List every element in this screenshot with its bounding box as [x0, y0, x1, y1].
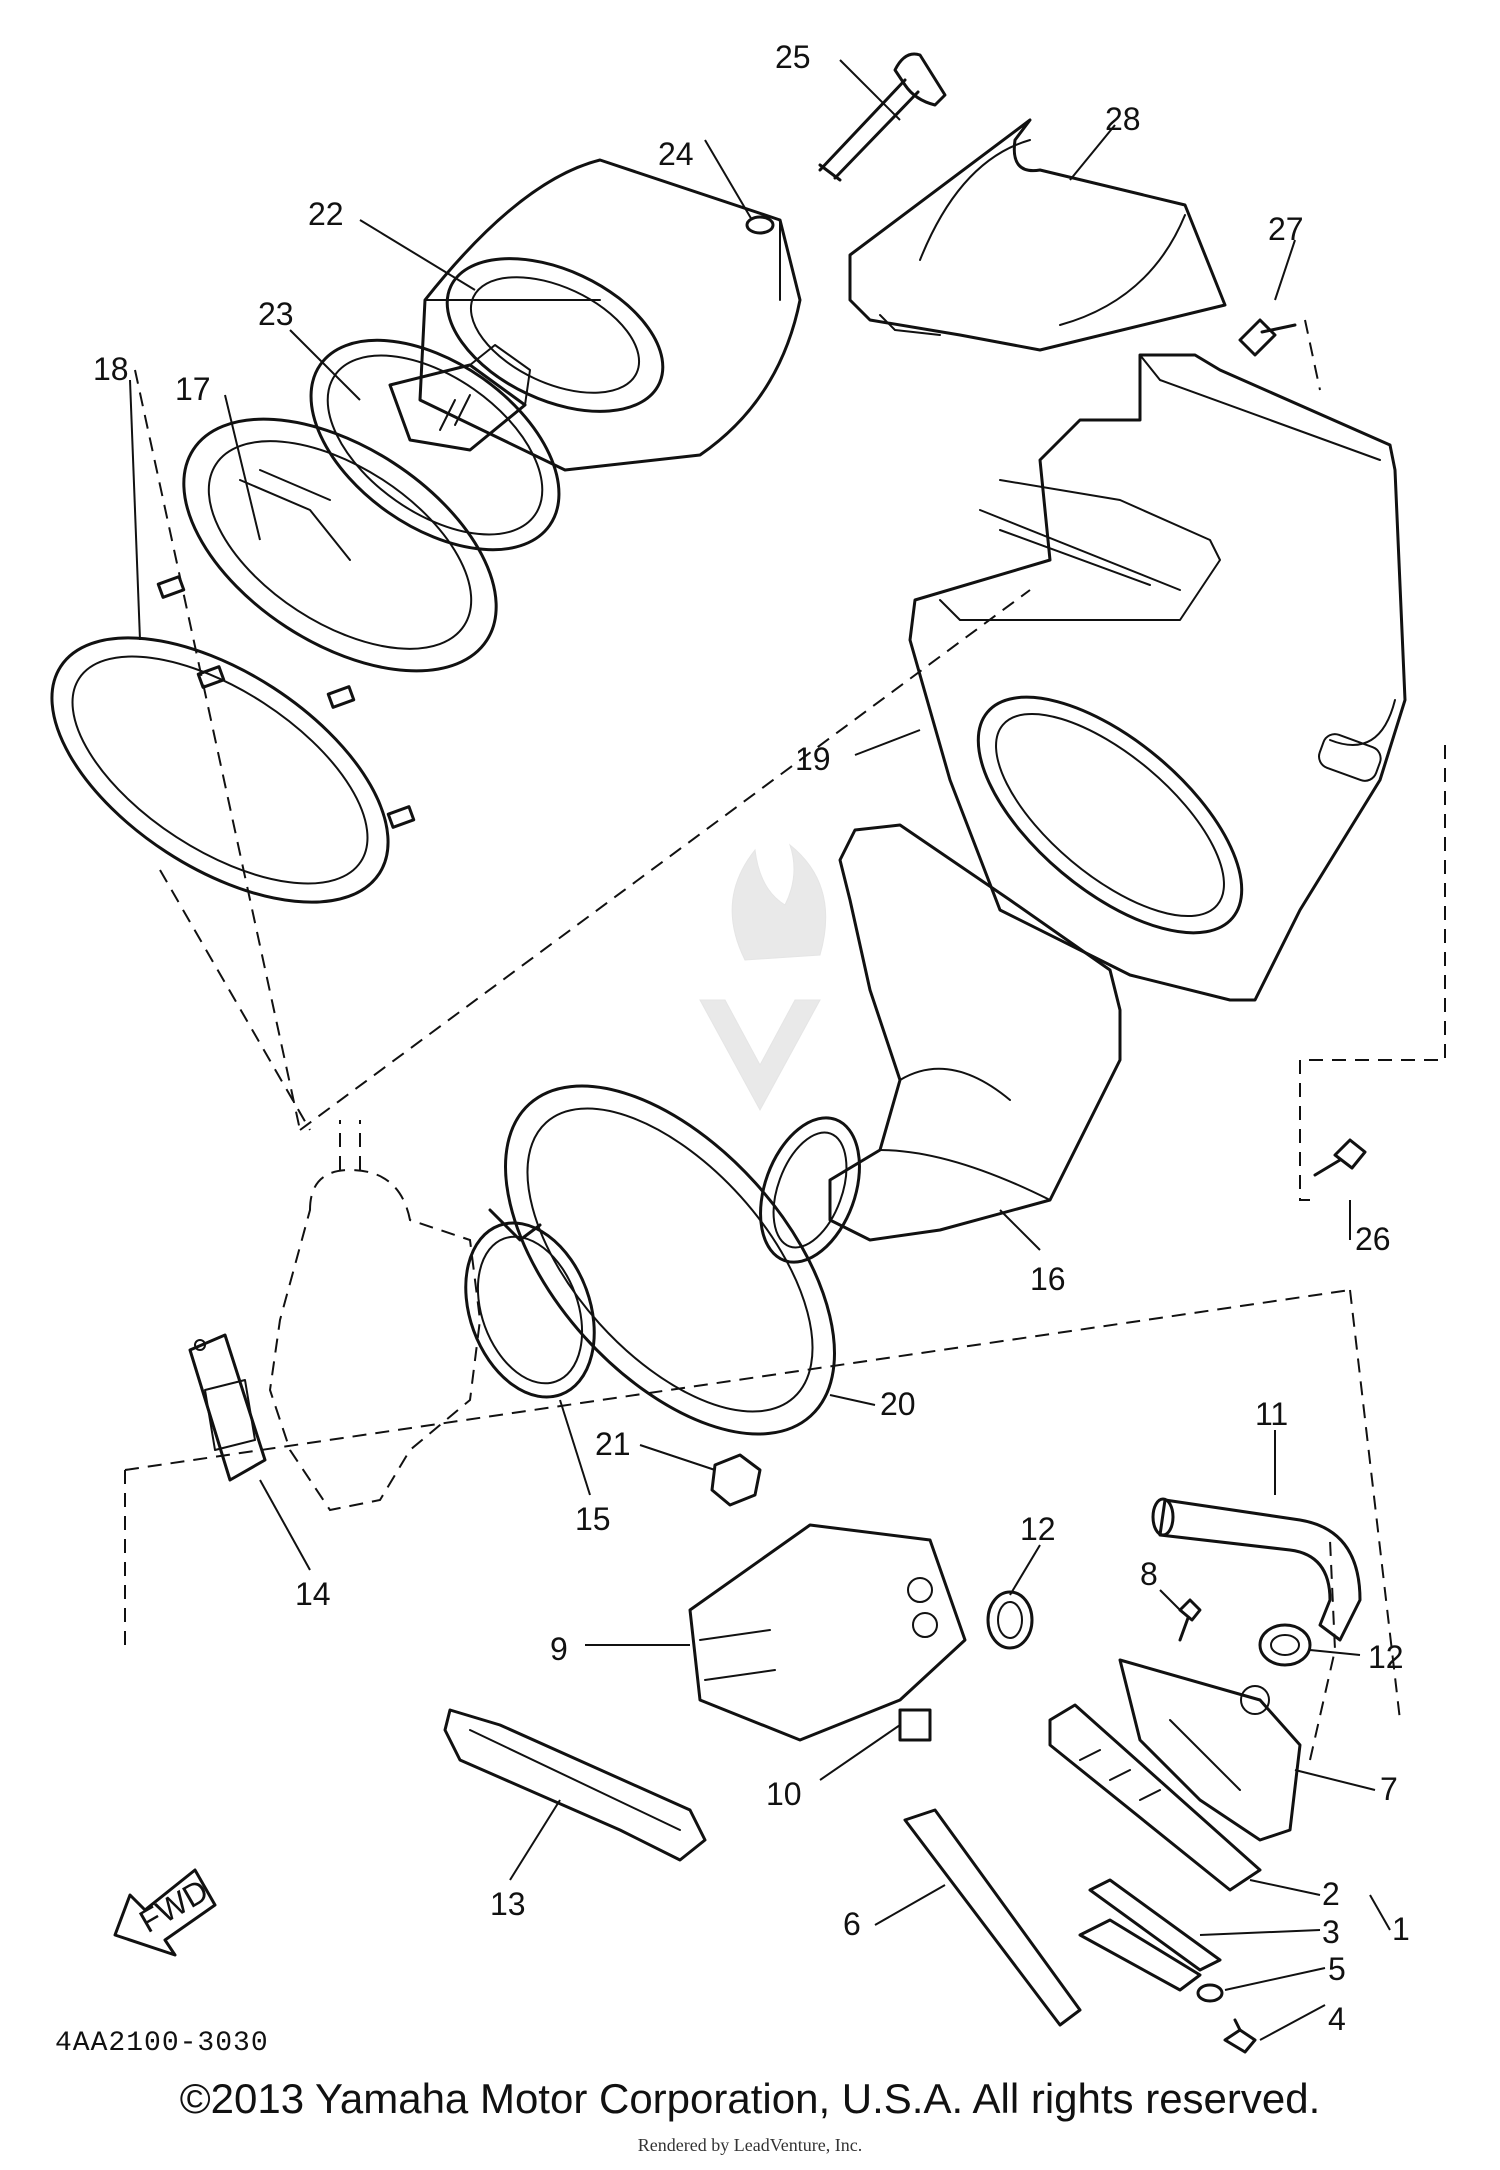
- label-part-25: 25: [775, 39, 811, 75]
- part-16-airbox-joint: [759, 823, 1122, 1264]
- fwd-label: FWD: [133, 1872, 214, 1940]
- label-part-1: 1: [1392, 1911, 1410, 1947]
- part-5-washer: [1196, 1983, 1224, 2003]
- part-3-stopper: [1078, 1918, 1202, 1992]
- part-6-gasket: [903, 1808, 1082, 2027]
- part-13-band: [443, 1708, 707, 1862]
- label-part-19: 19: [795, 741, 831, 777]
- label-part-3: 3: [1322, 1914, 1340, 1950]
- label-part-10: 10: [766, 1776, 802, 1812]
- label-part-15: 15: [575, 1501, 611, 1537]
- part-15-clamp: [464, 1208, 596, 1399]
- label-part-12-upper: 12: [1020, 1511, 1056, 1547]
- label-part-6: 6: [843, 1906, 861, 1942]
- label-part-22: 22: [308, 196, 344, 232]
- part-7-reed-valve: [1118, 1658, 1302, 1842]
- part-2-reed: [1088, 1878, 1222, 1972]
- alignment-lines: [124, 319, 1446, 1761]
- label-part-7: 7: [1380, 1771, 1398, 1807]
- part-21-nut: [710, 1453, 762, 1507]
- label-part-17: 17: [175, 371, 211, 407]
- label-part-14: 14: [295, 1576, 331, 1612]
- label-part-26: 26: [1355, 1221, 1391, 1257]
- part-23-filter-guide: [309, 338, 561, 552]
- part-11-hose: [1151, 1497, 1362, 1642]
- part-9-cover: [688, 1523, 967, 1742]
- part-14-throttle-plate: [188, 1333, 267, 1482]
- label-part-11: 11: [1255, 1396, 1288, 1432]
- label-part-2: 2: [1322, 1876, 1340, 1912]
- label-part-13: 13: [490, 1886, 526, 1922]
- part-18-gasket: [50, 636, 390, 904]
- part-26-bolt: [1313, 1138, 1367, 1177]
- part-25-bolt: [818, 52, 947, 182]
- leader-lines: [129, 59, 1391, 2041]
- label-part-18: 18: [93, 351, 129, 387]
- part-28-airbox-cover: [848, 118, 1227, 352]
- label-part-21: 21: [595, 1426, 631, 1462]
- copyright-notice: ©2013 Yamaha Motor Corporation, U.S.A. A…: [179, 2075, 1321, 2122]
- label-part-24: 24: [658, 136, 694, 172]
- part-10-label: [898, 1708, 932, 1742]
- rendered-by-credit: Rendered by LeadVenture, Inc.: [637, 2135, 863, 2155]
- part-20-joint-ring: [504, 1084, 836, 1436]
- label-part-23: 23: [258, 296, 294, 332]
- part-27-bolt: [1238, 318, 1297, 357]
- label-part-16: 16: [1030, 1261, 1066, 1297]
- label-part-9: 9: [550, 1631, 568, 1667]
- part-1-reed-block: [1048, 1703, 1262, 1892]
- label-part-8: 8: [1140, 1556, 1158, 1592]
- label-part-20: 20: [880, 1386, 916, 1422]
- part-12-clamp-lower: [1258, 1623, 1312, 1667]
- part-24-washer: [745, 215, 775, 235]
- fwd-arrow-icon: FWD: [113, 1868, 217, 1957]
- part-19-airbox: [908, 353, 1407, 1002]
- label-part-5: 5: [1328, 1951, 1346, 1987]
- drawing-code: 4AA2100-3030: [55, 2028, 269, 2059]
- part-4-screw: [1223, 2018, 1257, 2054]
- part-12-clamp-upper: [986, 1590, 1034, 1650]
- label-part-28: 28: [1105, 101, 1141, 137]
- part-number-labels: 1 2 3 4 5 6 7 8 9 10 11 12 12 13 14 15 1…: [93, 39, 1410, 2037]
- label-part-4: 4: [1328, 2001, 1346, 2037]
- label-part-27: 27: [1268, 211, 1304, 247]
- part-8-screw: [1178, 1598, 1202, 1642]
- label-part-12-lower: 12: [1368, 1639, 1404, 1675]
- watermark-logo: [699, 843, 827, 1112]
- part-17-filter-plate: [156, 417, 498, 829]
- carburetor-outline: [268, 1120, 482, 1512]
